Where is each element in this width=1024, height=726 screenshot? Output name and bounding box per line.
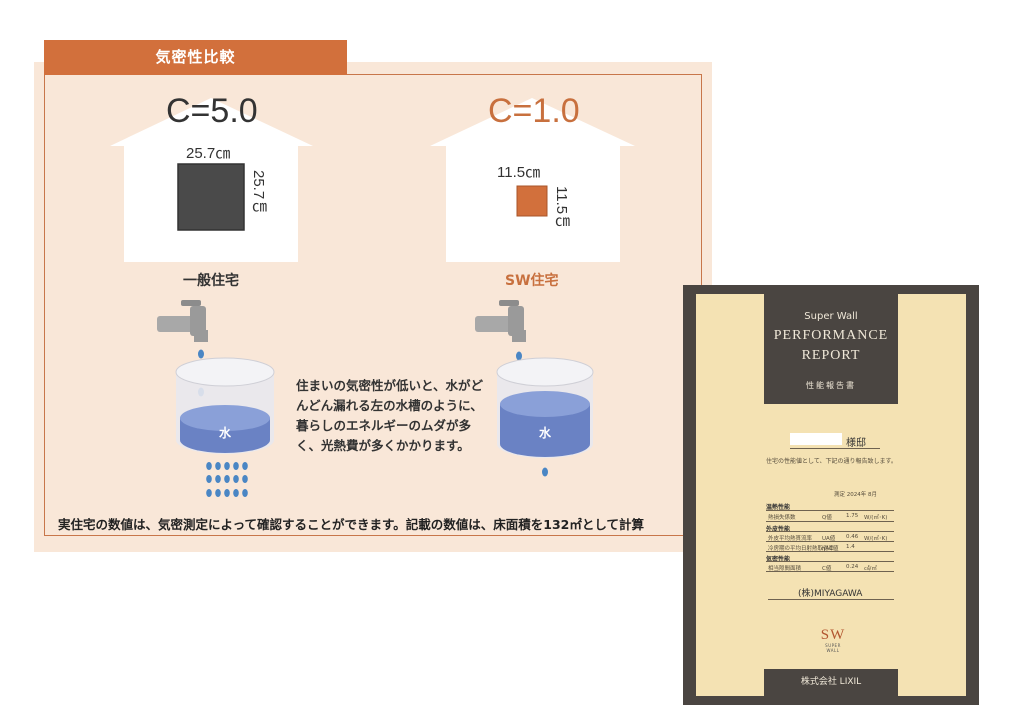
left-house-name: 一般住宅 [183,273,239,289]
report-rule [766,571,894,572]
addressee-suffix: 様邸 [846,438,866,449]
report-rule [766,510,894,511]
left-water-label: 水 [219,426,232,440]
report-intro: 住宅の性能値として、下記の通り報告致します。 [766,458,897,465]
report-row1-key: Q値 [822,515,832,521]
report-row4-unit: ㎠/㎡ [864,566,877,572]
report-row3-value: 1.4 [846,544,855,550]
report-rule [766,531,894,532]
right-height-label: 11.5㎝ [553,186,570,230]
report-row4-value: 0.24 [846,564,859,570]
left-leak-square [177,163,245,231]
report-section1: 温熱性能 [766,504,791,511]
right-faucet-icon [475,300,526,342]
right-leak-square [516,185,548,217]
left-c-value: C=5.0 [166,92,258,130]
report-title-line2: REPORT [801,348,861,363]
section-tab-title: 気密性比較 [44,40,347,75]
addressee-blank [790,433,842,445]
report-title-jp: 性能報告書 [806,381,856,390]
report-section3: 気密性能 [766,556,791,563]
report-rule [766,551,894,552]
right-water-tank [496,357,594,458]
report-row3-key: ηAC値 [822,546,839,552]
sw-logo-mark: SW [820,627,846,643]
report-row2-key: UA値 [822,536,836,542]
super-wall-logo: SW SUPER WALL [818,627,848,654]
right-c-value: C=1.0 [488,92,580,130]
report-header: Super Wall PERFORMANCE REPORT 性能報告書 [764,294,898,404]
report-row1-unit: W/(㎡･K) [864,515,888,521]
right-house-shape [430,98,635,262]
right-house-name: SW住宅 [505,273,559,289]
report-section2: 外皮性能 [766,526,791,533]
report-date: 測定 2024年 8月 [834,492,877,498]
report-subtitle: Super Wall [804,311,858,322]
left-height-label: 25.7㎝ [250,170,267,215]
report-row4-key: C値 [822,566,832,572]
report-row1-value: 1.75 [846,513,859,519]
report-row4-label: 相当隙間面積 [768,566,802,572]
report-rule [766,561,894,562]
report-row2-label: 外皮平均熱貫流率 [768,536,813,542]
company-underline [768,599,894,600]
report-row3-label: 冷房期の平均日射熱取得率 [768,546,835,552]
report-rule [766,541,894,542]
report-title-line1: PERFORMANCE [773,328,889,343]
report-title: PERFORMANCE REPORT [764,326,898,366]
report-row1-label: 熱損失係数 [768,515,796,521]
report-row2-unit: W/(㎡･K) [864,536,888,542]
description-text: 住まいの気密性が低いと、水がどんどん漏れる左の水槽のように、暮らしのエネルギーの… [296,378,484,453]
right-width-label: 11.5㎝ [497,164,541,181]
left-width-label: 25.7㎝ [186,145,231,162]
footnote-text: 実住宅の数値は、気密測定によって確認することができます。記載の数値は、床面積を1… [58,517,644,532]
left-faucet-icon [157,300,208,342]
sw-logo-subtext: SUPER WALL [825,643,841,653]
report-company: (株)MIYAGAWA [798,589,863,599]
left-water-tank [175,357,275,454]
right-leaking-drop [542,467,548,477]
report-footer: 株式会社 LIXIL [764,669,898,696]
report-row2-value: 0.46 [846,534,859,540]
report-rule [766,521,894,522]
right-water-label: 水 [539,426,552,440]
left-leaking-drops [206,462,248,497]
addressee-underline [790,448,880,449]
